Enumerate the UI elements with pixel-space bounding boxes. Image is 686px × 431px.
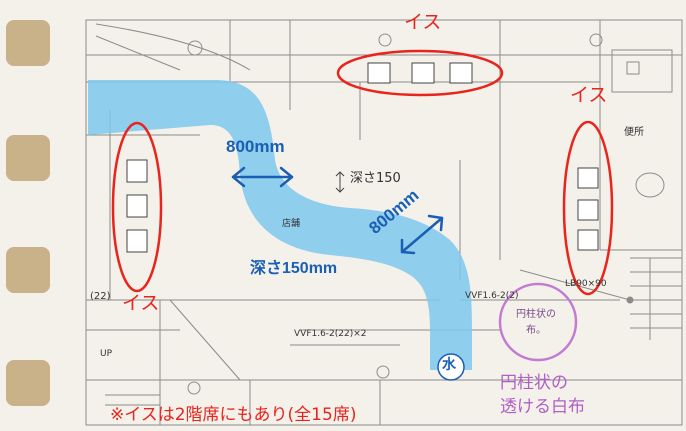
toilet-icon (635, 172, 665, 198)
binder-tabs (6, 20, 50, 406)
seating-note: ※イスは2階席にもあり(全15席) (110, 405, 357, 425)
cylinder-cloth-marker (498, 282, 578, 362)
chair-icon (126, 159, 148, 183)
chair-icon (126, 194, 148, 218)
chair-icon (367, 62, 391, 84)
chair-icon (577, 229, 599, 251)
cable-label-2: VVF1.6-2(22)×2 (294, 329, 367, 339)
circuit-number: (22) (90, 291, 111, 302)
chair-label-right: イス (570, 84, 608, 106)
toilet-label: 便所 (624, 127, 644, 138)
binder-tab-icon (6, 247, 50, 293)
binder-tab-icon (6, 20, 50, 66)
chair-icon (577, 167, 599, 189)
stairs-icon (630, 257, 682, 340)
chair-icon (449, 62, 473, 84)
depth-pencil-mark (335, 171, 345, 193)
depth-pencil-label: 深さ150 (350, 171, 401, 186)
cable-label-1: VVF1.6-2(2) (465, 291, 519, 301)
cylinder-label-line2: 透ける白布 (500, 397, 585, 417)
up-label: UP (100, 349, 113, 359)
chair-icon (126, 229, 148, 253)
box-label: LB90×90 (565, 279, 607, 289)
chair-label-left: イス (122, 292, 160, 314)
chair-label-top: イス (404, 11, 442, 33)
cylinder-label-line1: 円柱状の (500, 373, 568, 393)
circle-note-2: 布。 (526, 325, 546, 336)
depth-label: 深さ150mm (250, 260, 338, 277)
water-marker (437, 353, 465, 381)
binder-tab-icon (6, 135, 50, 181)
chair-icon (411, 62, 435, 84)
store-label: 店舗 (282, 219, 301, 229)
width-label-upper: 800mm (226, 137, 285, 156)
chair-highlights (111, 49, 614, 296)
water-label: 水 (442, 357, 456, 373)
chair-icon (577, 199, 599, 221)
water-channel (88, 80, 472, 370)
chairs (126, 62, 599, 253)
dimension-arrows (231, 166, 444, 255)
binder-tab-icon (6, 360, 50, 406)
circle-note-1: 円柱状の (516, 309, 556, 320)
